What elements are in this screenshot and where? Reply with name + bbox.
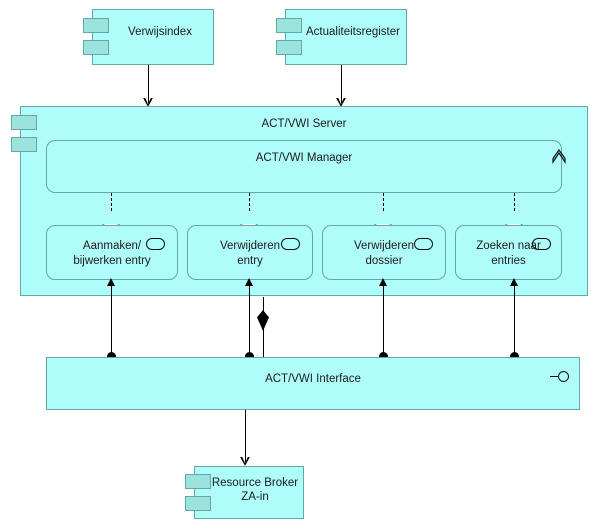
component-tabs-icon [11, 137, 37, 152]
component-tabs-icon [83, 40, 109, 55]
connector-interface-to-resource-broker [245, 410, 246, 462]
association-ball-icon [510, 352, 519, 361]
service-verwijderen-dossier[interactable]: Verwijderen dossier [322, 225, 446, 280]
interface-oval-icon [414, 238, 433, 250]
container-act-vwi-manager-label: ACT/VWI Manager [255, 152, 353, 164]
service-label: Verwijderen dossier [353, 240, 415, 267]
association-ball-icon [245, 352, 254, 361]
interface-oval-icon [281, 238, 300, 250]
service-label: Verwijderen entry [219, 240, 281, 267]
container-act-vwi-interface[interactable]: ACT/VWI Interface [46, 357, 580, 410]
connector-interface-to-service-2 [249, 285, 250, 357]
service-label: Aanmaken/ bijwerken entry [73, 240, 151, 267]
component-tabs-icon [11, 115, 37, 130]
connector-actualiteitsregister-to-server [341, 65, 342, 103]
composition-diamond-icon [257, 310, 269, 331]
connector-manager-to-service-1 [111, 193, 112, 211]
association-ball-icon [107, 352, 116, 361]
arrowhead-icon [106, 278, 115, 286]
lollipop-circle [558, 371, 569, 382]
arrowhead-icon [378, 278, 387, 286]
lollipop-stub [550, 376, 558, 377]
component-tabs-icon [185, 496, 211, 511]
arrowhead-icon [244, 278, 253, 286]
component-resource-broker-za-in[interactable]: Resource Broker ZA-in [194, 466, 304, 519]
component-verwijsindex-label: Verwijsindex [128, 26, 192, 38]
component-resource-broker-label: Resource Broker ZA-in [211, 477, 299, 503]
component-tabs-icon [83, 18, 109, 33]
arrowhead-icon [509, 278, 518, 286]
component-tabs-icon [276, 18, 302, 33]
association-ball-icon [379, 352, 388, 361]
lollipop-interface-icon [550, 371, 569, 382]
service-zoeken-naar-entries[interactable]: Zoeken naar entries [455, 225, 562, 280]
container-act-vwi-interface-label: ACT/VWI Interface [265, 373, 361, 385]
interface-oval-icon [532, 238, 551, 250]
component-tabs-icon [276, 40, 302, 55]
service-verwijderen-entry[interactable]: Verwijderen entry [187, 225, 313, 280]
service-aanmaken-bijwerken-entry[interactable]: Aanmaken/ bijwerken entry [46, 225, 178, 280]
connector-manager-to-service-3 [383, 193, 384, 211]
component-tabs-icon [185, 474, 211, 489]
container-act-vwi-manager[interactable]: ACT/VWI Manager [46, 140, 566, 193]
component-actualiteitsregister-label: Actualiteitsregister [306, 26, 400, 38]
interface-oval-icon [146, 238, 165, 250]
connector-interface-to-service-3 [383, 285, 384, 357]
component-verwijsindex[interactable]: Verwijsindex [92, 9, 214, 65]
connector-interface-to-service-1 [111, 285, 112, 357]
connector-manager-to-service-2 [249, 193, 250, 211]
connector-interface-to-service-4 [514, 285, 515, 357]
component-actualiteitsregister[interactable]: Actualiteitsregister [285, 9, 407, 65]
container-act-vwi-server-label: ACT/VWI Server [261, 118, 347, 130]
connector-manager-to-service-4 [514, 193, 515, 211]
connector-verwijsindex-to-server [148, 65, 149, 103]
